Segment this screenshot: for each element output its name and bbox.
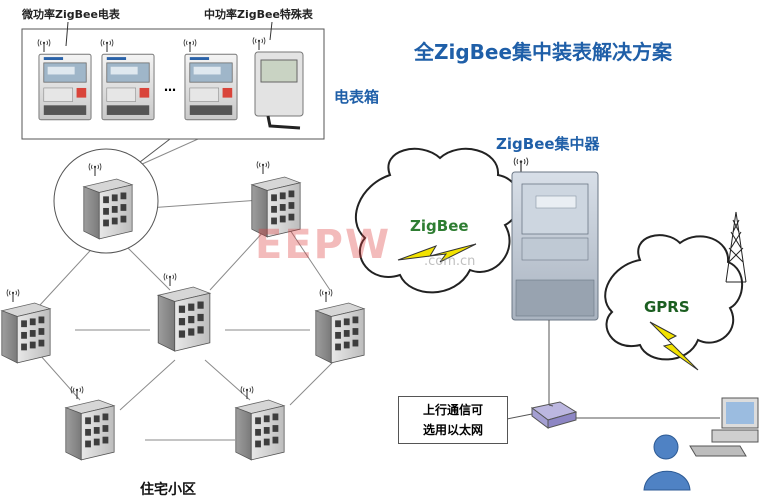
- antenna-icon: [163, 272, 177, 286]
- concentrator-label: ZigBee集中器: [496, 135, 600, 153]
- special-meter-display: [260, 59, 298, 83]
- ethernet-cable-router: [548, 404, 554, 407]
- label-pointer-micro: [65, 21, 69, 47]
- zigbee-meter: [101, 53, 155, 121]
- gprs-cloud-label: GPRS: [644, 298, 690, 316]
- user-icon: [643, 434, 691, 491]
- router-icon: [530, 401, 578, 429]
- micro-meter-label: 微功率ZigBee电表: [22, 8, 120, 21]
- zigbee-meter: [38, 53, 92, 121]
- meter-ellipsis: …: [164, 80, 176, 94]
- label-pointer-mid: [269, 21, 273, 41]
- zigbee-meter: [184, 53, 238, 121]
- building: [65, 399, 115, 461]
- uplink-note-line-2: 选用以太网: [422, 423, 483, 437]
- building: [83, 178, 133, 240]
- lightning-bolt-icon: [649, 321, 699, 371]
- computer-icon: [689, 397, 759, 457]
- antenna-icon: [319, 288, 333, 302]
- antenna-icon: [256, 160, 270, 174]
- antenna-icon: [240, 385, 254, 399]
- lightning-bolt-icon: [397, 243, 477, 263]
- antenna-icon: [6, 288, 20, 302]
- meter-units: [37, 36, 304, 130]
- mid-meter-label: 中功率ZigBee特殊表: [204, 8, 313, 21]
- zigbee-cloud: [354, 148, 521, 294]
- residential-area-label: 住宅小区: [140, 482, 196, 498]
- callout-pointer: [139, 138, 171, 163]
- zigbee-concentrator: [511, 171, 599, 321]
- watermark-domain: .com.cn: [424, 254, 476, 269]
- zigbee-cloud-label: ZigBee: [410, 217, 469, 235]
- diagram-title: 全ZigBee集中装表解决方案: [414, 40, 673, 64]
- building: [235, 399, 285, 461]
- building: [315, 302, 365, 364]
- uplink-note-line-1: 上行通信可: [422, 403, 483, 417]
- antenna-icon: [513, 157, 529, 172]
- watermark: EEPW: [255, 222, 392, 268]
- antenna-icon: [70, 385, 84, 399]
- special-meter-cable: [266, 115, 301, 130]
- radio-tower-icon: [725, 211, 747, 283]
- meter-box-label: 电表箱: [334, 88, 380, 106]
- gprs-cloud: [604, 234, 744, 361]
- building: [157, 286, 211, 352]
- uplink-note: 上行通信可 选用以太网: [398, 396, 508, 444]
- building: [1, 302, 51, 364]
